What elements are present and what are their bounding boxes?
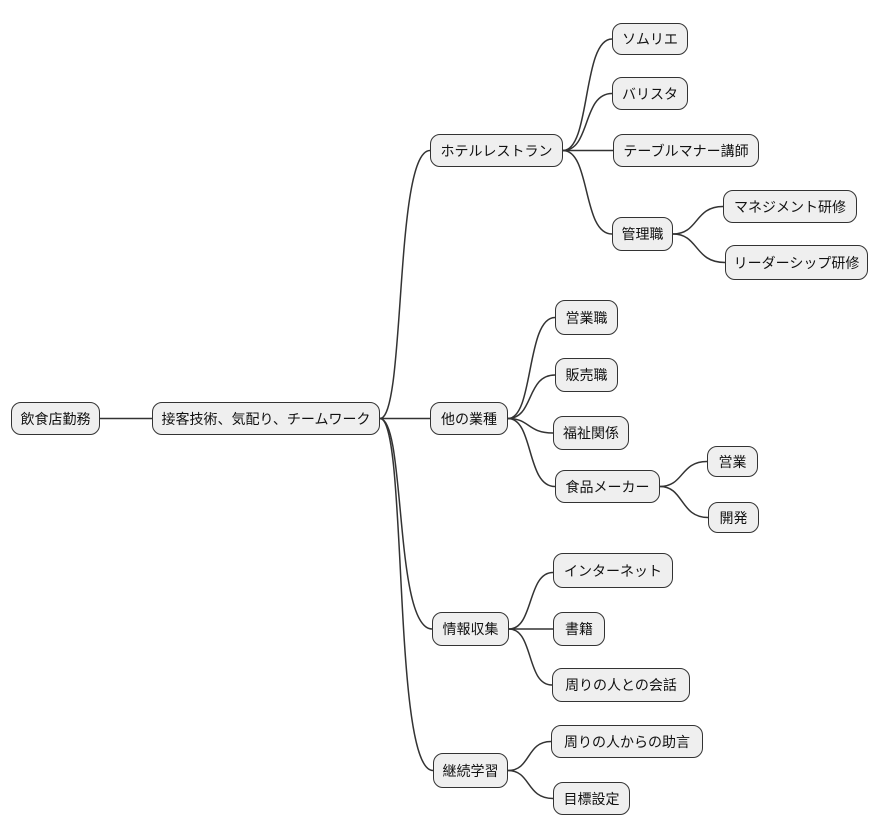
node-goal-setting: 目標設定 xyxy=(553,782,630,815)
node-info-gathering: 情報収集 xyxy=(432,612,509,646)
node-internet: インターネット xyxy=(553,553,673,588)
node-hotel: ホテルレストラン xyxy=(430,134,563,167)
node-other-industries: 他の業種 xyxy=(430,402,508,435)
edge-info-gathering-internet xyxy=(508,571,554,630)
edge-hotel-management xyxy=(562,149,613,235)
edge-management-leadership-training xyxy=(672,233,726,264)
edge-hotel-sommelier xyxy=(562,38,613,152)
node-welfare: 福祉関係 xyxy=(553,416,629,450)
edge-hotel-barista xyxy=(562,92,613,152)
node-barista: バリスタ xyxy=(612,77,688,110)
node-sales-job: 営業職 xyxy=(555,300,618,335)
node-conversations: 周りの人との会話 xyxy=(552,668,690,702)
edge-other-industries-sales-job xyxy=(507,316,556,420)
edge-management-mgmt-training xyxy=(672,205,724,235)
node-retail-job: 販売職 xyxy=(555,358,618,392)
edge-skills-continuous-learning xyxy=(379,417,434,772)
edge-other-industries-retail-job xyxy=(507,374,556,420)
edge-other-industries-food-maker xyxy=(507,417,556,488)
node-leadership-training: リーダーシップ研修 xyxy=(725,245,868,280)
node-food-maker: 食品メーカー xyxy=(555,470,660,503)
edge-skills-hotel xyxy=(379,149,431,420)
edge-info-gathering-conversations xyxy=(508,628,553,686)
edge-food-maker-sales xyxy=(659,460,708,488)
node-advice: 周りの人からの助言 xyxy=(551,725,703,758)
edge-skills-info-gathering xyxy=(379,417,433,630)
node-continuous-learning: 継続学習 xyxy=(433,753,508,788)
node-root: 飲食店勤務 xyxy=(11,402,100,435)
node-table-manner: テーブルマナー講師 xyxy=(613,134,759,167)
node-development: 開発 xyxy=(708,502,759,533)
edge-continuous-learning-advice xyxy=(507,740,552,772)
node-management: 管理職 xyxy=(612,217,673,251)
node-sales: 営業 xyxy=(707,446,758,477)
node-books: 書籍 xyxy=(553,612,605,646)
edge-continuous-learning-goal-setting xyxy=(507,769,554,800)
node-mgmt-training: マネジメント研修 xyxy=(723,190,857,223)
edge-food-maker-development xyxy=(659,485,709,519)
node-sommelier: ソムリエ xyxy=(612,23,688,55)
node-skills: 接客技術、気配り、チームワーク xyxy=(152,402,380,435)
